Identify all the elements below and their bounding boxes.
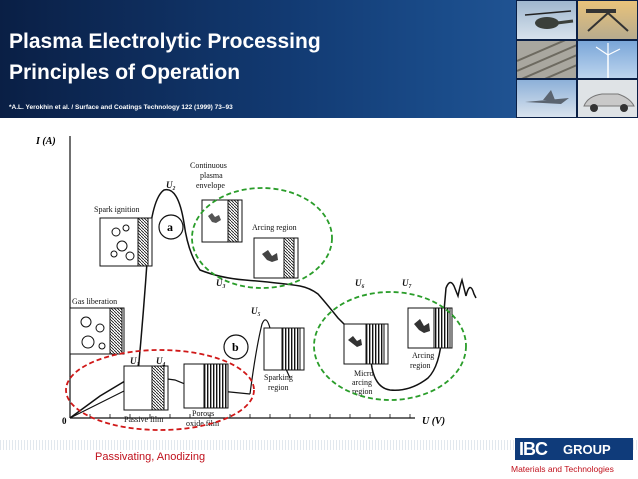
current-voltage-curve [69, 188, 477, 419]
jet-thumbnail [516, 79, 577, 118]
helicopter-thumbnail [516, 0, 577, 40]
label-continuous-2: plasma [200, 171, 223, 180]
ibc-group-logo: IBC GROUP [515, 438, 633, 460]
arcing-highlight-ellipse [191, 187, 333, 289]
label-sparking-1: Sparking [264, 373, 293, 382]
label-arcing-right-1: Arcing [412, 351, 434, 360]
header-thumbnails [516, 0, 638, 118]
zone-b-label: b [232, 340, 239, 354]
title-line-1: Plasma Electrolytic Processing [9, 30, 321, 53]
turbine-blades-icon [517, 41, 576, 78]
label-continuous-1: Continuous [190, 161, 227, 170]
logo-ibc-text: IBC [519, 439, 548, 459]
slide-title: Plasma Electrolytic Processing Principle… [9, 26, 321, 88]
porous-oxide-inset [183, 363, 229, 409]
micro-arcing-inset [343, 323, 389, 365]
sparking-inset [263, 327, 305, 371]
label-sparking-2: region [268, 383, 288, 392]
car-thumbnail [577, 79, 638, 118]
micro-arcing-highlight-ellipse [313, 291, 467, 401]
zone-b-circle [223, 334, 249, 360]
gas-liberation-inset [69, 307, 125, 355]
origin-label: 0 [62, 416, 67, 426]
label-micro-2: arcing [352, 378, 372, 387]
label-porous-1: Porous [192, 409, 214, 418]
turbine-thumbnail [516, 40, 577, 79]
logo-group-text: GROUP [563, 442, 611, 457]
voltage-mark-u6: U₆ [355, 278, 365, 288]
continuous-plasma-inset [201, 199, 243, 243]
windmill-icon [595, 43, 621, 78]
current-voltage-diagram: I (A) U (V) 0 U₂ U₃ U₁ U₄ U₅ U₆ U₇ a b [35, 136, 477, 431]
passivating-highlight-ellipse [65, 349, 255, 431]
x-axis-label: U (V) [422, 416, 445, 427]
spark-ignition-inset [99, 217, 153, 267]
arcing-inset [253, 237, 299, 279]
label-passive-film: Passive film [124, 415, 164, 424]
citation: *A.L. Yerokhin et al. / Surface and Coat… [9, 104, 233, 111]
helicopter-icon [524, 10, 574, 29]
label-arcing-right-2: region [410, 361, 430, 370]
voltage-mark-u7: U₇ [402, 278, 412, 288]
y-axis-label: I (A) [35, 136, 56, 147]
footer-strip [0, 440, 638, 450]
label-micro-3: region [352, 387, 372, 396]
title-line-2: Principles of Operation [9, 61, 241, 84]
windmill-thumbnail [577, 40, 638, 79]
header-banner: Plasma Electrolytic Processing Principle… [0, 0, 638, 118]
voltage-mark-u5: U₅ [251, 306, 261, 316]
voltage-mark-u1: U₁ [130, 356, 140, 366]
oil-pump-thumbnail [577, 0, 638, 40]
company-tagline: Materials and Technologies [511, 464, 614, 474]
voltage-mark-u2: U₂ [166, 180, 176, 190]
x-axis-ticks [89, 414, 411, 418]
label-spark-ignition: Spark ignition [94, 205, 140, 214]
car-icon [583, 93, 635, 112]
label-arcing-region: Arcing region [252, 223, 297, 232]
zone-a-label: a [167, 220, 173, 234]
arcing-right-inset [407, 307, 453, 349]
voltage-mark-u3: U₃ [216, 278, 226, 288]
jet-icon [525, 90, 569, 104]
label-micro-1: Micro [354, 369, 374, 378]
voltage-mark-u4: U₄ [156, 356, 166, 366]
passive-film-inset [123, 365, 169, 411]
zone-a-circle [158, 214, 184, 240]
label-continuous-3: envelope [196, 181, 225, 190]
label-porous-2: oxide film [186, 419, 220, 428]
region-caption: Passivating, Anodizing [95, 451, 206, 463]
pump-jack-icon [586, 9, 629, 32]
label-gas-liberation: Gas liberation [72, 297, 117, 306]
